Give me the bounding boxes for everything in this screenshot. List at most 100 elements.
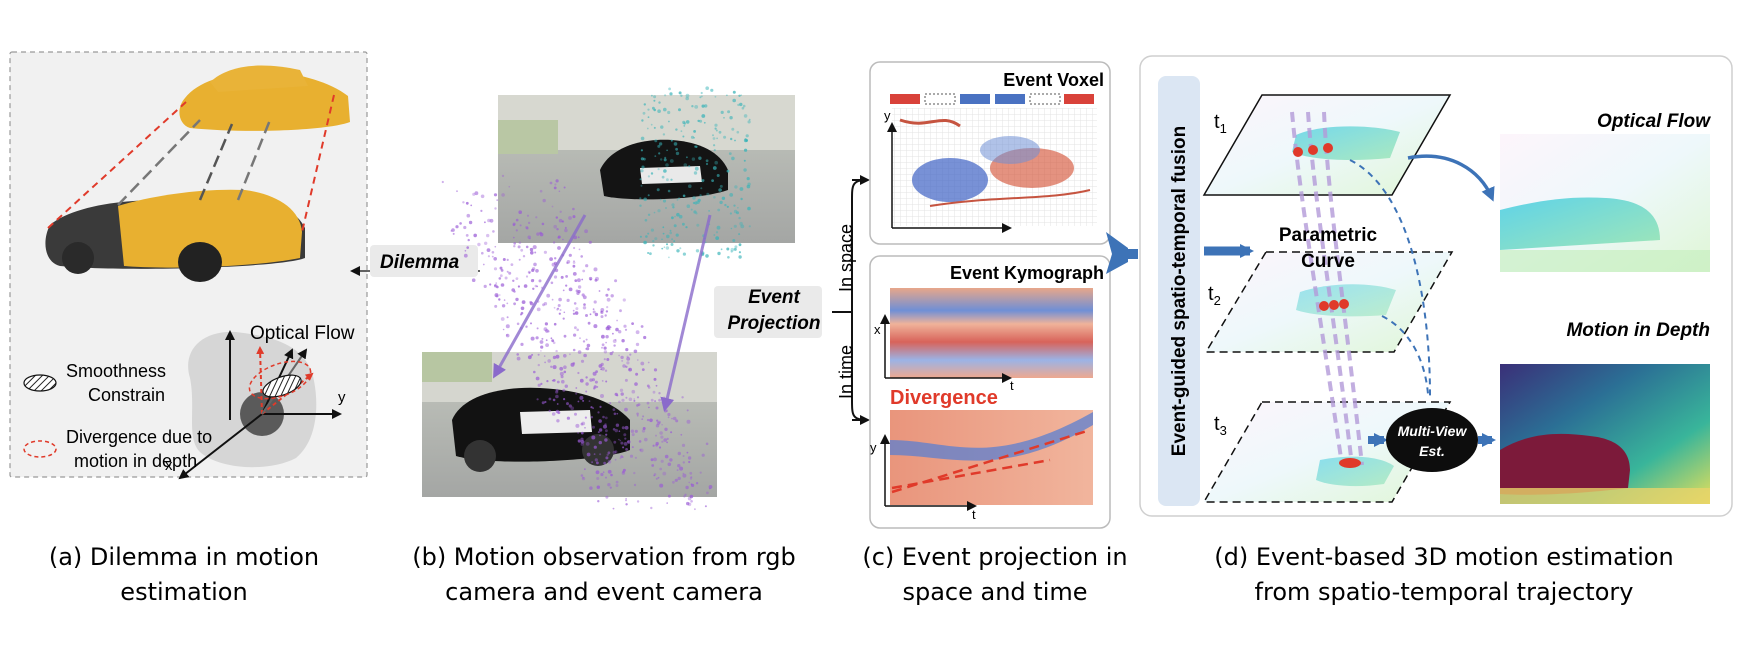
kymo2-blue-band xyxy=(890,412,1093,461)
event-point xyxy=(501,304,506,308)
event-point xyxy=(499,266,503,270)
event-point xyxy=(703,121,706,124)
event-point xyxy=(619,309,622,313)
optical-flow-ground xyxy=(1500,250,1710,272)
event-point xyxy=(506,302,509,305)
event-point xyxy=(705,254,709,258)
event-point xyxy=(500,283,505,287)
event-point xyxy=(598,419,602,423)
event-point xyxy=(650,123,653,126)
event-point xyxy=(555,349,558,353)
event-point xyxy=(680,433,683,436)
event-point xyxy=(550,337,553,340)
event-point xyxy=(717,208,721,212)
dilemma-connector: Dilemma xyxy=(350,245,480,277)
event-point xyxy=(660,158,663,161)
event-point xyxy=(730,227,733,230)
event-point xyxy=(562,238,564,241)
event-point xyxy=(574,326,577,330)
event-point xyxy=(566,298,570,302)
flow-to-multiview-curve-2 xyxy=(1381,315,1429,395)
event-point xyxy=(491,251,495,254)
event-point xyxy=(612,450,616,455)
event-point xyxy=(559,371,564,376)
event-point xyxy=(658,392,661,395)
event-point xyxy=(658,152,661,155)
event-point xyxy=(637,403,641,406)
event-point xyxy=(634,429,638,433)
event-point xyxy=(718,130,722,134)
event-point xyxy=(693,137,695,139)
event-point xyxy=(688,481,690,484)
event-point xyxy=(607,469,612,474)
event-point xyxy=(738,251,742,254)
event-point xyxy=(612,507,615,510)
event-point xyxy=(540,350,542,352)
event-point xyxy=(525,245,529,249)
event-point xyxy=(545,339,548,342)
event-point xyxy=(498,298,501,301)
event-point xyxy=(609,402,612,405)
event-point xyxy=(622,470,625,474)
event-point xyxy=(699,119,703,123)
event-point xyxy=(463,225,467,230)
event-point xyxy=(631,322,634,325)
event-point xyxy=(701,179,705,183)
event-point xyxy=(584,416,588,419)
event-point xyxy=(572,264,576,268)
event-point xyxy=(666,437,669,440)
event-point xyxy=(551,205,554,208)
event-point xyxy=(593,300,597,304)
event-point xyxy=(740,224,745,229)
event-point xyxy=(607,460,612,464)
event-point xyxy=(720,110,724,114)
event-point xyxy=(515,229,518,232)
event-point xyxy=(639,448,642,451)
event-point xyxy=(656,188,660,192)
event-point xyxy=(690,483,693,486)
trajectory-arrow-right xyxy=(660,214,712,412)
captions: (a) Dilemma in motion estimation (b) Mot… xyxy=(49,543,1674,606)
event-point xyxy=(518,210,522,214)
event-point xyxy=(647,252,650,254)
event-point xyxy=(715,231,719,234)
trajectory-point xyxy=(1293,147,1303,157)
event-point xyxy=(597,411,600,414)
event-point xyxy=(748,225,751,228)
event-point xyxy=(731,127,735,131)
event-point xyxy=(695,249,700,253)
event-point xyxy=(654,237,658,241)
event-point xyxy=(738,216,741,220)
event-point xyxy=(693,171,698,175)
event-point xyxy=(494,293,499,298)
event-point xyxy=(517,245,521,249)
event-point xyxy=(623,433,627,437)
event-point xyxy=(594,380,598,384)
t3-label: t3 xyxy=(1214,413,1227,438)
event-point xyxy=(647,361,650,364)
event-point xyxy=(646,127,649,130)
event-point xyxy=(683,125,686,127)
event-point xyxy=(551,339,555,343)
event-point xyxy=(724,203,727,207)
event-point xyxy=(577,350,582,354)
event-point xyxy=(574,412,577,416)
event-point xyxy=(738,94,741,98)
event-point xyxy=(672,206,675,209)
event-point xyxy=(568,253,572,257)
event-point xyxy=(667,462,672,467)
event-point xyxy=(555,179,559,183)
event-point xyxy=(556,403,559,405)
event-point xyxy=(677,451,681,456)
panel-c: Event Projection In space In time Event … xyxy=(714,61,1111,529)
event-point xyxy=(701,104,705,108)
event-point xyxy=(661,423,663,426)
event-point xyxy=(513,302,516,306)
event-point xyxy=(705,162,709,166)
voxel-streak xyxy=(899,118,961,128)
event-point xyxy=(682,252,687,256)
event-point xyxy=(622,364,626,368)
event-point xyxy=(665,163,669,167)
event-point xyxy=(696,223,700,227)
event-point xyxy=(477,242,481,247)
